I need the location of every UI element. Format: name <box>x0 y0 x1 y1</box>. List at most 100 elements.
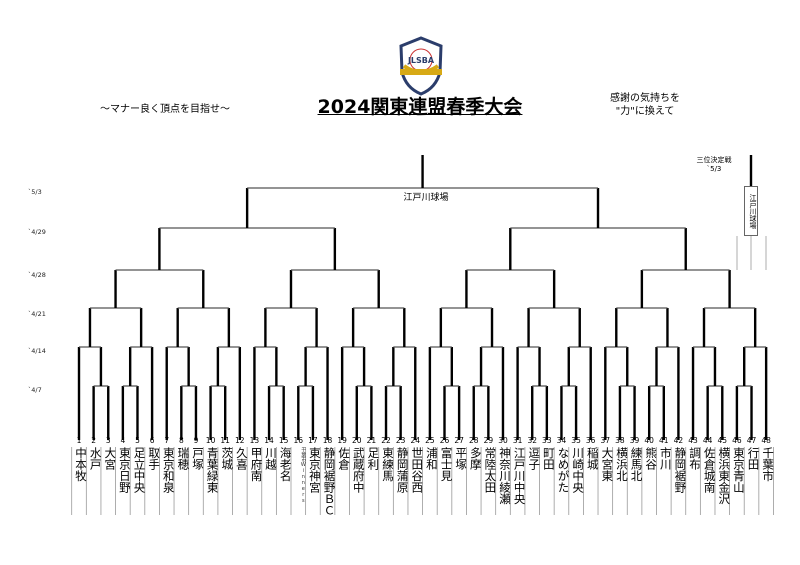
final-venue: 江戸川球場 <box>403 193 449 203</box>
team-name: 東京青山 <box>731 447 746 493</box>
slogan-right: 感謝の気持ちを "力"に換えて <box>595 92 695 118</box>
team-name: 戸塚 <box>190 447 205 470</box>
page-title: 2024関東連盟春季大会 <box>317 96 523 118</box>
team-name: 青葉緑東 <box>205 447 220 493</box>
team-name: 富士見 <box>439 447 454 482</box>
team-number: 34 <box>556 436 567 445</box>
team-number: 7 <box>164 436 170 445</box>
team-number: 43 <box>688 436 698 445</box>
team-name: 川崎中央 <box>571 447 586 493</box>
team-name: 浦和 <box>424 447 439 470</box>
team-number: 17 <box>308 436 318 445</box>
team-number: 20 <box>351 436 362 445</box>
team-number: 1 <box>76 436 82 445</box>
league-logo: JLSBA <box>399 36 443 96</box>
team-number: 11 <box>220 436 230 445</box>
team-name: 調布 <box>688 447 703 470</box>
team-number: 14 <box>264 436 274 445</box>
team-name: 川越 <box>264 447 279 470</box>
team-number: 37 <box>600 436 611 445</box>
team-number: 22 <box>381 436 391 445</box>
team-name: 町田 <box>541 447 556 470</box>
team-name: 甲府南 <box>249 447 264 482</box>
round-date-quarterfinal: `4/28 <box>28 271 46 279</box>
team-name: 静岡蒲原 <box>395 447 410 493</box>
team-name: 横浜東金沢 <box>717 447 732 505</box>
team-name: 常陸太田 <box>483 447 498 493</box>
round-date-round1: `4/7 <box>28 386 42 394</box>
team-name: 千葉市Winners <box>300 447 307 504</box>
team-name: 多摩 <box>468 447 483 470</box>
team-name: 静岡裾野ＢＣ <box>322 447 337 516</box>
team-name: 東京日野 <box>117 447 132 493</box>
team-number: 9 <box>193 436 199 445</box>
team-name: 市川 <box>658 447 673 470</box>
team-name: 大宮東 <box>600 447 615 482</box>
team-number: 15 <box>278 436 289 445</box>
team-name: 神奈川綾瀬 <box>497 447 512 505</box>
team-name: 稲城 <box>585 447 600 470</box>
team-name: 千葉市 <box>761 447 776 482</box>
team-name: 茨城 <box>220 447 235 470</box>
round-date-final: `5/3 <box>28 188 42 196</box>
team-name: 瑞穂 <box>176 447 191 470</box>
team-name: 静岡裾野 <box>673 447 688 493</box>
team-name: なめがた <box>556 447 571 493</box>
round-date-semifinal: `4/29 <box>28 228 46 236</box>
team-number: 23 <box>395 436 406 445</box>
team-name: 足利 <box>366 447 381 470</box>
team-number: 36 <box>585 436 596 445</box>
team-number: 13 <box>249 436 260 445</box>
svg-text:JLSBA: JLSBA <box>407 56 435 65</box>
round-date-round2: `4/14 <box>28 347 46 355</box>
team-name: 江戸川中央 <box>512 447 527 505</box>
team-number: 35 <box>571 436 581 445</box>
team-number: 44 <box>702 436 713 445</box>
team-name: 佐倉城南 <box>702 447 717 493</box>
team-number: 32 <box>527 436 537 445</box>
team-number: 4 <box>120 436 126 445</box>
team-number: 42 <box>673 436 684 445</box>
team-number: 3 <box>105 436 111 445</box>
team-name: 世田谷西 <box>410 447 425 493</box>
team-number: 18 <box>322 436 333 445</box>
team-number: 40 <box>644 436 654 445</box>
team-number: 21 <box>366 436 377 445</box>
team-number: 24 <box>410 436 421 445</box>
team-name: 東京和泉 <box>161 447 176 493</box>
team-number: 25 <box>425 436 435 445</box>
team-number: 30 <box>498 436 508 445</box>
team-number: 12 <box>235 436 245 445</box>
team-name: 久喜 <box>234 447 249 470</box>
team-number: 28 <box>468 436 479 445</box>
third-place-label: 三位決定戦 <box>696 156 732 164</box>
team-name: 熊谷 <box>644 447 659 470</box>
round-date-round4: `4/21 <box>28 310 46 318</box>
slogan-right-line2: "力"に換えて <box>615 106 675 117</box>
team-number: 38 <box>615 436 625 445</box>
team-number: 19 <box>337 436 347 445</box>
team-name: 佐倉 <box>337 447 352 470</box>
team-number: 5 <box>135 436 140 445</box>
team-number: 8 <box>178 436 184 445</box>
team-name: 足立中央 <box>132 447 147 493</box>
team-name: 中本牧 <box>74 447 88 482</box>
team-name: 逗子 <box>527 447 542 470</box>
team-name: 練馬北 <box>629 447 644 482</box>
team-number: 2 <box>91 436 96 445</box>
team-number: 29 <box>483 436 494 445</box>
team-number: 16 <box>293 436 304 445</box>
team-number: 46 <box>732 436 742 445</box>
team-name: 行田 <box>746 447 761 470</box>
team-number: 31 <box>512 436 523 445</box>
team-name: 大宮 <box>103 447 118 470</box>
team-name: 水戸 <box>88 447 103 470</box>
team-number: 39 <box>629 436 640 445</box>
team-number: 27 <box>454 436 464 445</box>
third-place-heading: 三位決定戦 `5/3 <box>688 156 740 174</box>
third-place-date: `5/3 <box>706 165 722 173</box>
team-number: 6 <box>149 436 155 445</box>
slogan-left: ～マナー良く頂点を目指せ～ <box>100 104 230 115</box>
team-number: 47 <box>746 436 757 445</box>
team-number: 48 <box>761 436 771 445</box>
